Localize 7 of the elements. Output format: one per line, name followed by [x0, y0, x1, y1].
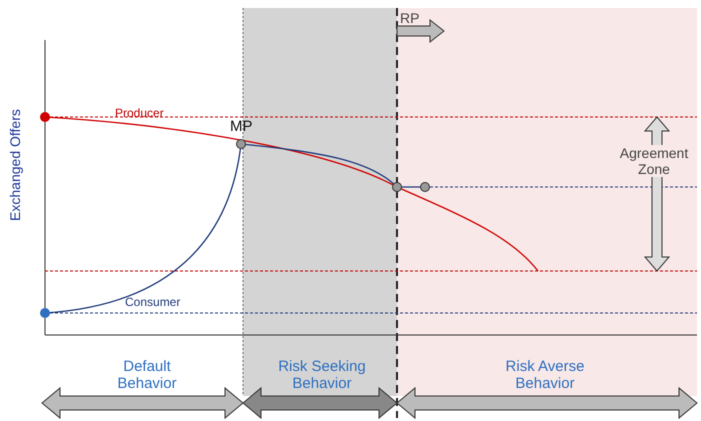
phase-label: Risk Averse Behavior [504, 358, 586, 392]
phase-label: Risk Seeking Behavior [277, 358, 367, 392]
phase-label: Default Behavior [116, 358, 178, 392]
axis-title: Exchanged Offers [6, 108, 24, 223]
region-label: RP [400, 10, 420, 26]
curve-label: Consumer [125, 296, 180, 310]
point-label: MP [230, 118, 252, 136]
